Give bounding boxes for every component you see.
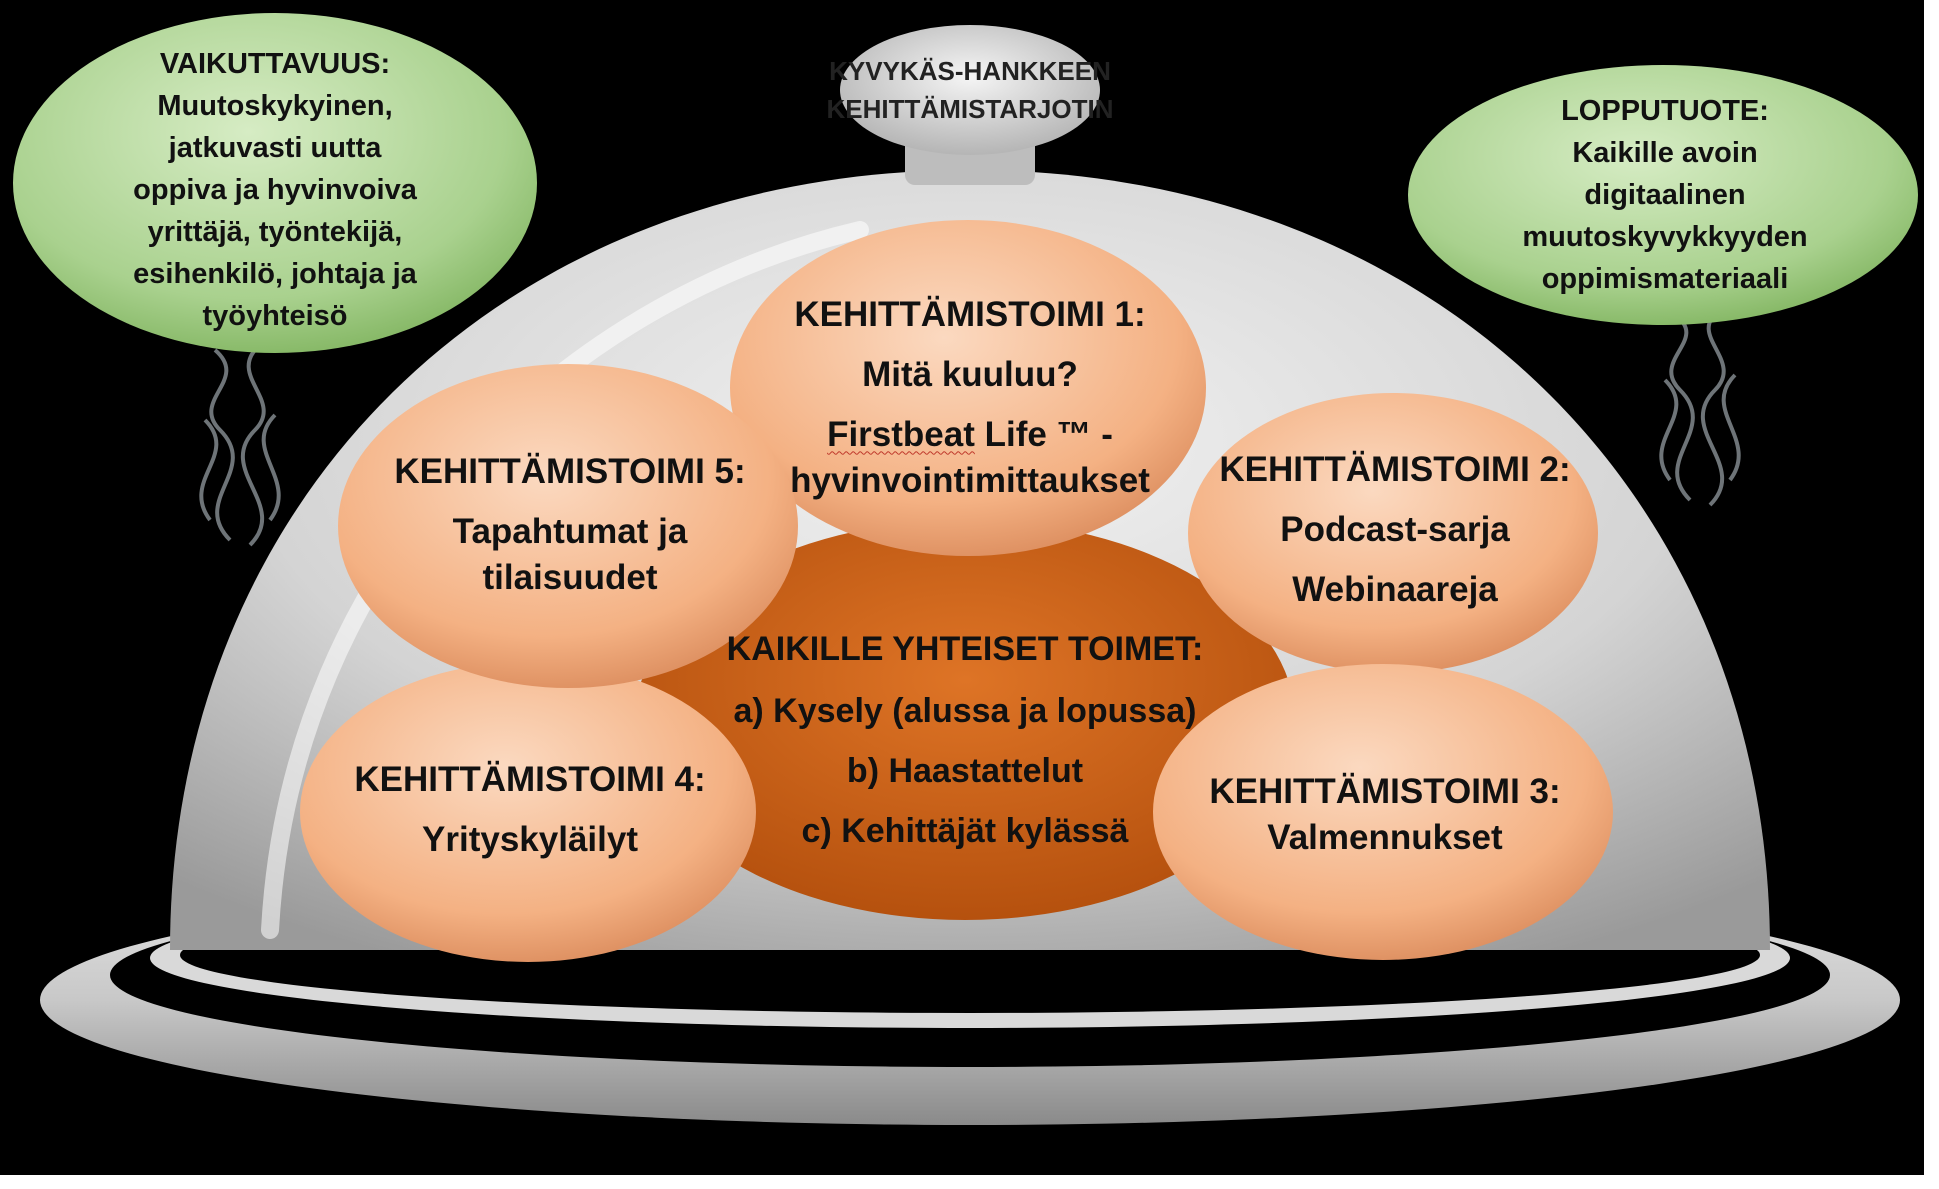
action-3-bubble-shape (1153, 664, 1613, 960)
common-bubble-shape (635, 520, 1295, 920)
steam-right (1659, 308, 1741, 507)
impact-line: yrittäjä, työntekijä, (147, 216, 403, 248)
action-5-line-1: Tapahtumat ja (452, 512, 688, 551)
action-5-line-2: tilaisuudet (482, 558, 658, 597)
action-1-item: Mitä kuuluu? (862, 354, 1078, 394)
action-4-bubble: KEHITTÄMISTOIMI 4: Yrityskyläilyt (330, 740, 730, 880)
product-line: Kaikille avoin (1572, 137, 1758, 169)
common-item: c) Kehittäjät kylässä (801, 812, 1129, 850)
action-2-bubble-shape (1188, 393, 1598, 673)
lid-label-line-2: KEHITTÄMISTARJOTIN (826, 94, 1114, 124)
impact-line: työyhteisö (202, 300, 348, 332)
action-4-item: Yrityskyläilyt (422, 820, 638, 859)
impact-line: Muutoskykyinen, (157, 90, 393, 122)
action-5-bubble: KEHITTÄMISTOIMI 5: Tapahtumat ja tilaisu… (370, 430, 770, 620)
product-line: digitaalinen (1584, 179, 1746, 211)
product-line: muutoskyvykkyyden (1522, 221, 1808, 253)
impact-bubble-shape (13, 13, 537, 353)
action-3-item: Valmennukset (1267, 818, 1503, 857)
firstbeat-word: Firstbeat (827, 414, 975, 454)
lid-label: KYVYKÄS-HANKKEEN KEHITTÄMISTARJOTIN (827, 40, 1114, 140)
impact-bubble: VAIKUTTAVUUS: Muutoskykyinen, jatkuvasti… (40, 40, 510, 340)
action-4-heading: KEHITTÄMISTOIMI 4: (354, 760, 706, 799)
right-border (1924, 0, 1939, 1189)
common-bubble: KAIKILLE YHTEISET TOIMET: a) Kysely (alu… (680, 615, 1250, 865)
impact-title: VAIKUTTAVUUS: (159, 48, 391, 80)
common-item: a) Kysely (alussa ja lopussa) (733, 692, 1197, 730)
action-1-item-measurements: hyvinvointimittaukset (790, 460, 1150, 500)
action-3-heading: KEHITTÄMISTOIMI 3: (1209, 772, 1561, 811)
action-2-bubble: KEHITTÄMISTOIMI 2: Podcast-sarja Webinaa… (1200, 430, 1590, 630)
action-5-bubble-shape (338, 364, 798, 688)
product-bubble-shape (1408, 65, 1918, 325)
lid-label-line-1: KYVYKÄS-HANKKEEN (829, 56, 1111, 86)
common-item: b) Haastattelut (846, 752, 1084, 790)
action-2-item: Webinaareja (1292, 570, 1498, 609)
impact-line: oppiva ja hyvinvoiva (133, 174, 417, 206)
steam-left (199, 343, 281, 547)
bottom-border (0, 1175, 1939, 1189)
impact-line: jatkuvasti uutta (168, 132, 382, 164)
common-heading: KAIKILLE YHTEISET TOIMET: (726, 630, 1204, 668)
dome-knob (840, 25, 1100, 185)
product-title: LOPPUTUOTE: (1561, 95, 1769, 127)
product-line: oppimismateriaali (1541, 263, 1789, 295)
action-2-item: Podcast-sarja (1280, 510, 1510, 549)
action-2-heading: KEHITTÄMISTOIMI 2: (1219, 450, 1571, 489)
product-bubble: LOPPUTUOTE: Kaikille avoin digitaalinen … (1430, 85, 1900, 305)
action-5-heading: KEHITTÄMISTOIMI 5: (394, 452, 746, 491)
action-1-heading: KEHITTÄMISTOIMI 1: (794, 294, 1146, 334)
impact-line: esihenkilö, johtaja ja (133, 258, 417, 290)
action-4-bubble-shape (300, 662, 756, 962)
action-1-bubble-shape (730, 220, 1206, 556)
firstbeat-rest: Life ™ - (974, 414, 1113, 454)
action-1-bubble: KEHITTÄMISTOIMI 1: Mitä kuuluu? Firstbea… (760, 285, 1180, 510)
action-1-item-firstbeat: Firstbeat Life ™ - (827, 412, 1113, 458)
action-3-bubble: KEHITTÄMISTOIMI 3: Valmennukset (1185, 750, 1585, 880)
